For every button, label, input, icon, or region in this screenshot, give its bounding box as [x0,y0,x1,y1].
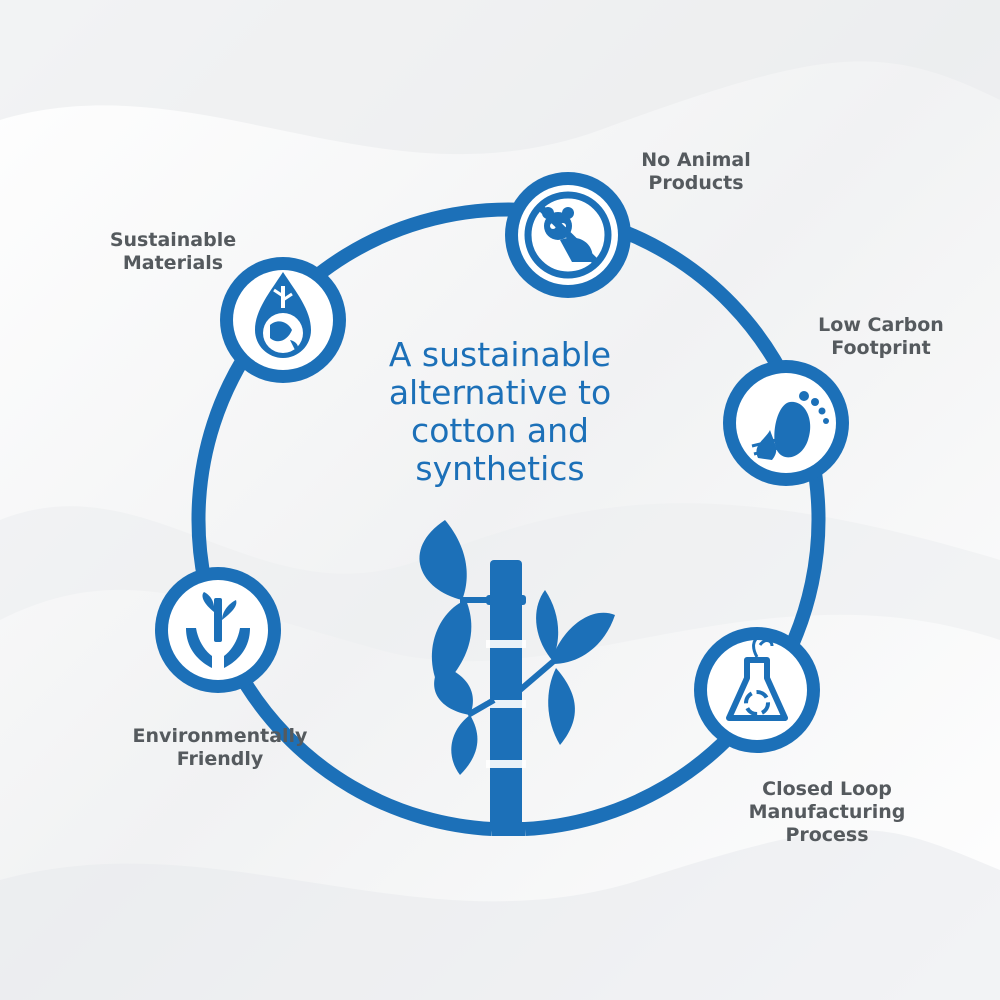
label-line: Closed Loop [762,778,892,800]
feature-node-no-animal-products [505,172,631,298]
label-sustainable-materials: Sustainable Materials [78,229,268,275]
label-low-carbon-footprint: Low Carbon Footprint [776,314,986,360]
label-environmentally-friendly: Environmentally Friendly [100,725,340,771]
center-title-line: alternative to [388,373,612,412]
label-line: Manufacturing [748,801,906,823]
label-line: No Animal [641,149,751,171]
feature-node-sustainable-materials [220,257,346,383]
carbon-footprint-icon [751,391,829,460]
center-title-line: cotton and [411,411,589,450]
recycle-flask-icon [726,634,788,721]
bamboo-stalk-icon [419,520,615,832]
label-line: Friendly [176,748,264,770]
no-panda-icon [524,191,612,279]
label-line: Materials [122,252,224,274]
label-line: Sustainable [109,229,237,251]
label-line: Products [648,172,744,194]
feature-node-environmentally-friendly [155,567,281,693]
water-drop-globe-icon [255,272,311,358]
center-title-line: synthetics [415,449,585,488]
label-no-animal-products: No Animal Products [596,149,796,195]
hands-bamboo-icon [186,592,250,668]
label-line: Low Carbon [818,314,944,336]
center-title: A sustainable alternative to cotton and … [340,336,660,488]
center-title-line: A sustainable [388,335,612,374]
label-closed-loop-manufacturing: Closed Loop Manufacturing Process [712,778,942,847]
feature-node-low-carbon-footprint [723,360,849,486]
label-line: Environmentally [132,725,308,747]
feature-node-closed-loop-manufacturing [694,627,820,753]
label-line: Process [785,824,869,846]
label-line: Footprint [831,337,931,359]
